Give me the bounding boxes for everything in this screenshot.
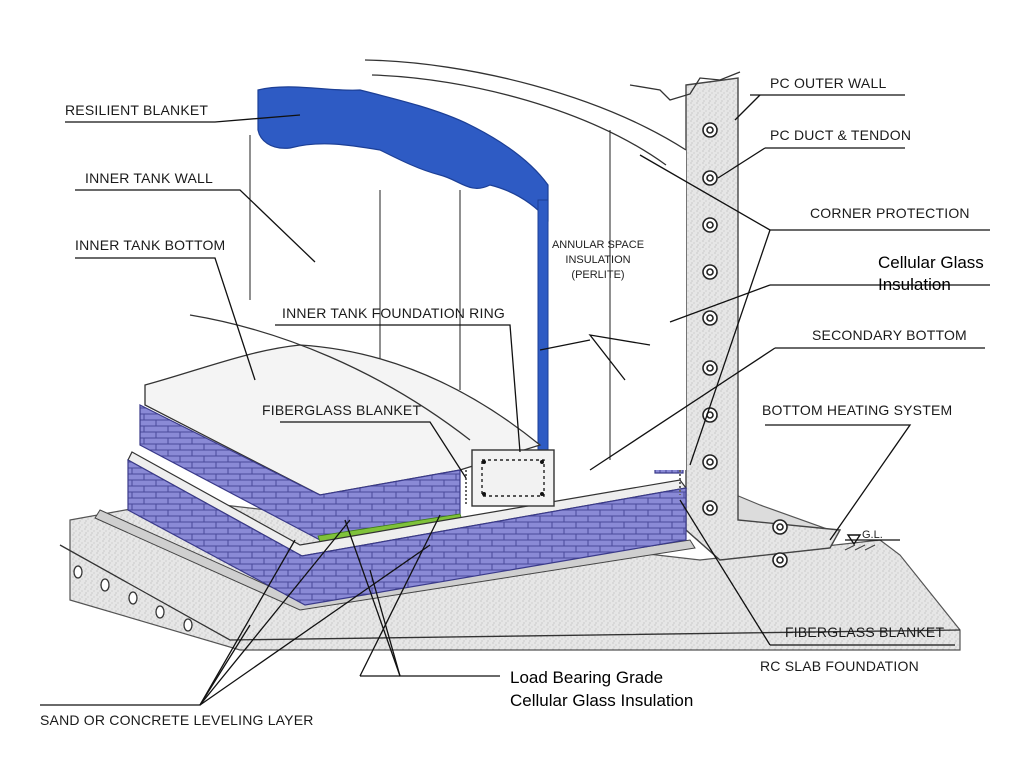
foundation-ring-rebar-dots bbox=[482, 460, 544, 496]
inner-tank-wall-top-arc-2 bbox=[371, 74, 667, 166]
label-annular-space-line1: ANNULAR SPACE bbox=[552, 239, 644, 251]
leader-lines bbox=[40, 94, 990, 706]
ground-hatch bbox=[844, 544, 876, 551]
label-sand-leveling-layer: SAND OR CONCRETE LEVELING LAYER bbox=[40, 712, 314, 728]
pc-outer-wall-shape bbox=[685, 77, 842, 561]
slab-anchor-holes bbox=[73, 565, 193, 632]
label-load-bearing-line1: Load Bearing Grade bbox=[510, 668, 663, 687]
label-fiberglass-blanket-top: FIBERGLASS BLANKET bbox=[262, 402, 421, 418]
label-inner-tank-bottom: INNER TANK BOTTOM bbox=[75, 237, 225, 253]
inner-tank-bottom-plate bbox=[144, 344, 542, 496]
label-secondary-bottom: SECONDARY BOTTOM bbox=[812, 327, 967, 343]
label-rc-slab-foundation: RC SLAB FOUNDATION bbox=[760, 658, 919, 674]
label-inner-tank-wall: INNER TANK WALL bbox=[85, 170, 213, 186]
label-resilient-blanket: RESILIENT BLANKET bbox=[65, 102, 208, 118]
label-pc-duct-tendon: PC DUCT & TENDON bbox=[770, 127, 911, 143]
label-annular-space-line3: (PERLITE) bbox=[571, 269, 624, 281]
label-annular-space-line2: INSULATION bbox=[565, 254, 630, 266]
label-cellular-glass-line2: Insulation bbox=[878, 275, 951, 294]
label-load-bearing-line2: Cellular Glass Insulation bbox=[510, 691, 693, 710]
foundation-ring-rebar bbox=[481, 459, 545, 497]
resilient-blanket-shape bbox=[257, 86, 549, 222]
pc-duct-tendon-circles bbox=[702, 122, 788, 568]
label-pc-outer-wall: PC OUTER WALL bbox=[770, 75, 886, 91]
label-inner-tank-foundation-ring: INNER TANK FOUNDATION RING bbox=[282, 305, 505, 321]
label-bottom-heating-system: BOTTOM HEATING SYSTEM bbox=[762, 402, 952, 418]
label-gl: G.L. bbox=[862, 529, 883, 541]
inner-tank-bottom-curve bbox=[189, 314, 471, 441]
label-cellular-glass-line1: Cellular Glass bbox=[878, 253, 984, 272]
label-corner-protection: CORNER PROTECTION bbox=[810, 205, 970, 221]
pc-outer-wall-break bbox=[629, 71, 741, 101]
lower-cellular-glass-layer bbox=[127, 458, 687, 606]
resilient-blanket-strip bbox=[537, 199, 549, 451]
label-fiberglass-blanket-bottom: FIBERGLASS BLANKET bbox=[785, 624, 944, 640]
rc-slab-top-edge bbox=[59, 544, 961, 641]
inner-tank-wall-top-arc bbox=[364, 59, 687, 151]
inner-tank-wall-shape bbox=[200, 60, 686, 470]
ground-level-marker-icon bbox=[846, 534, 862, 546]
inner-tank-foundation-ring-block bbox=[471, 449, 555, 507]
